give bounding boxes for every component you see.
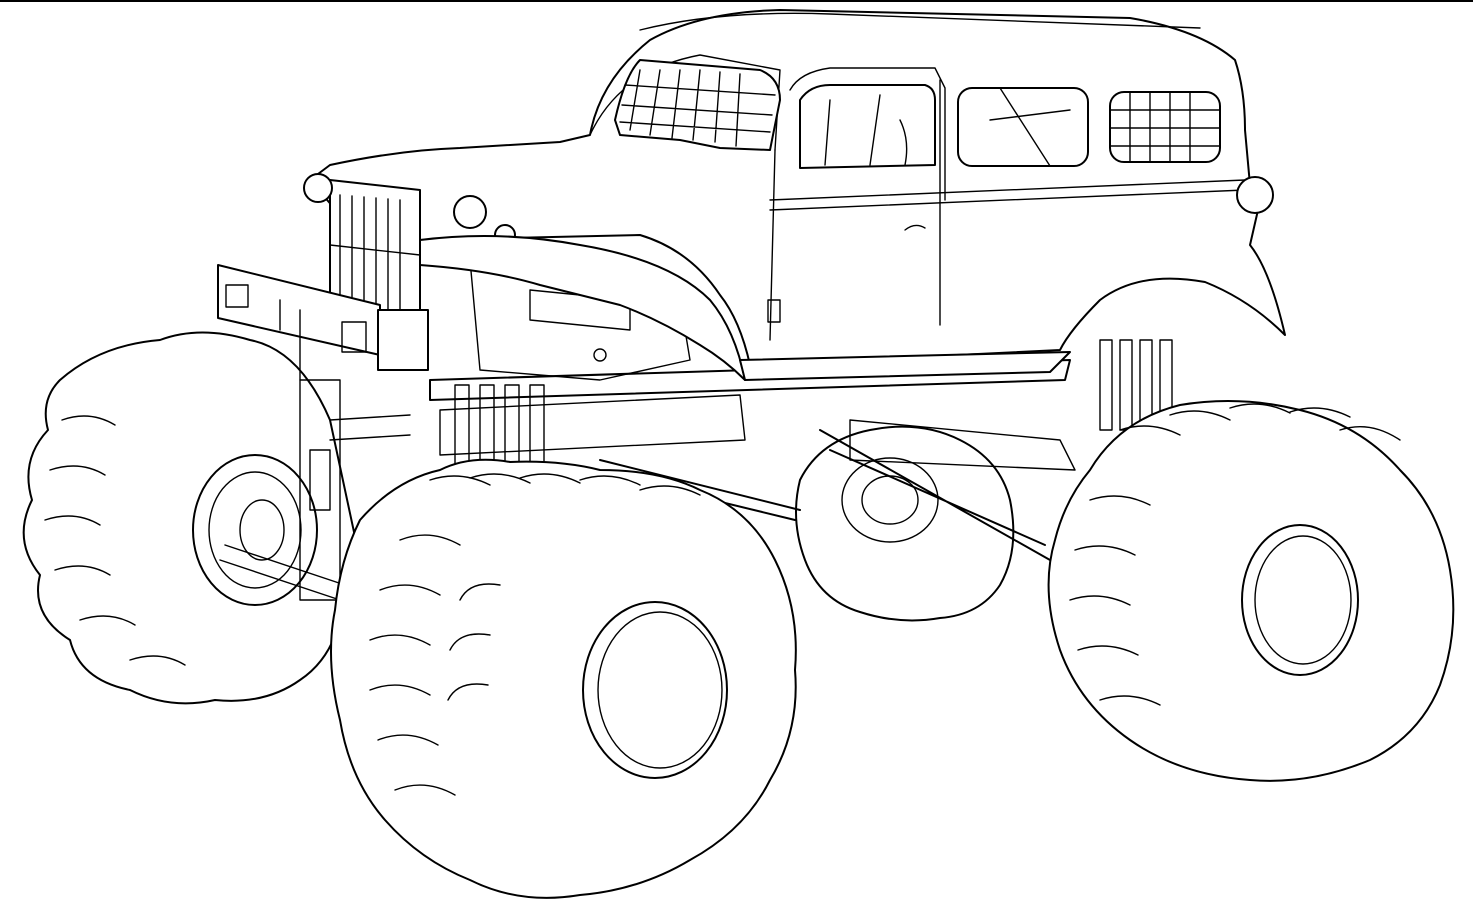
top-border-line	[0, 0, 1473, 2]
front-bumper	[217, 264, 429, 381]
front-axle-spring	[299, 379, 341, 601]
rear-left-rim	[192, 454, 318, 606]
side-window-rear	[1109, 91, 1221, 163]
windshield	[614, 59, 781, 151]
headlight-left-icon	[303, 173, 333, 203]
front-left-rim	[582, 601, 728, 779]
front-left-wheel	[330, 458, 797, 899]
front-right-wheel	[1047, 400, 1455, 782]
side-window-front	[799, 84, 936, 169]
headlight-right-icon	[453, 195, 487, 229]
front-right-rim	[1241, 524, 1359, 676]
running-board	[739, 351, 1071, 381]
tail-light-icon	[1236, 176, 1274, 214]
rear-right-wheel	[795, 425, 1015, 622]
rear-left-wheel	[22, 331, 361, 705]
truck-body	[309, 9, 1286, 366]
side-window-mid	[957, 87, 1089, 167]
